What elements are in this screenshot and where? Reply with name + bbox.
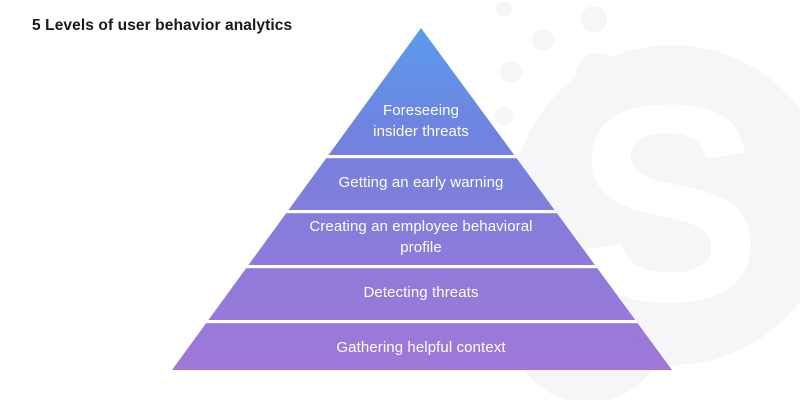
pyramid-level-2-label: Getting an early warning	[338, 174, 504, 191]
pyramid-body	[172, 28, 672, 370]
pyramid-divider-4	[172, 320, 672, 324]
pyramid-level-1-label: Foreseeing insider threats	[373, 102, 469, 140]
pyramid-divider-3	[172, 265, 672, 269]
pyramid-level-3-label: Creating an employee behavioral profile	[309, 218, 533, 256]
pyramid-level-4-label: Detecting threats	[363, 284, 479, 301]
page-title: 5 Levels of user behavior analytics	[32, 17, 293, 34]
pyramid-divider-2	[172, 210, 672, 214]
pyramid-level-5-label: Gathering helpful context	[336, 339, 506, 356]
pyramid-divider-1	[172, 155, 672, 159]
